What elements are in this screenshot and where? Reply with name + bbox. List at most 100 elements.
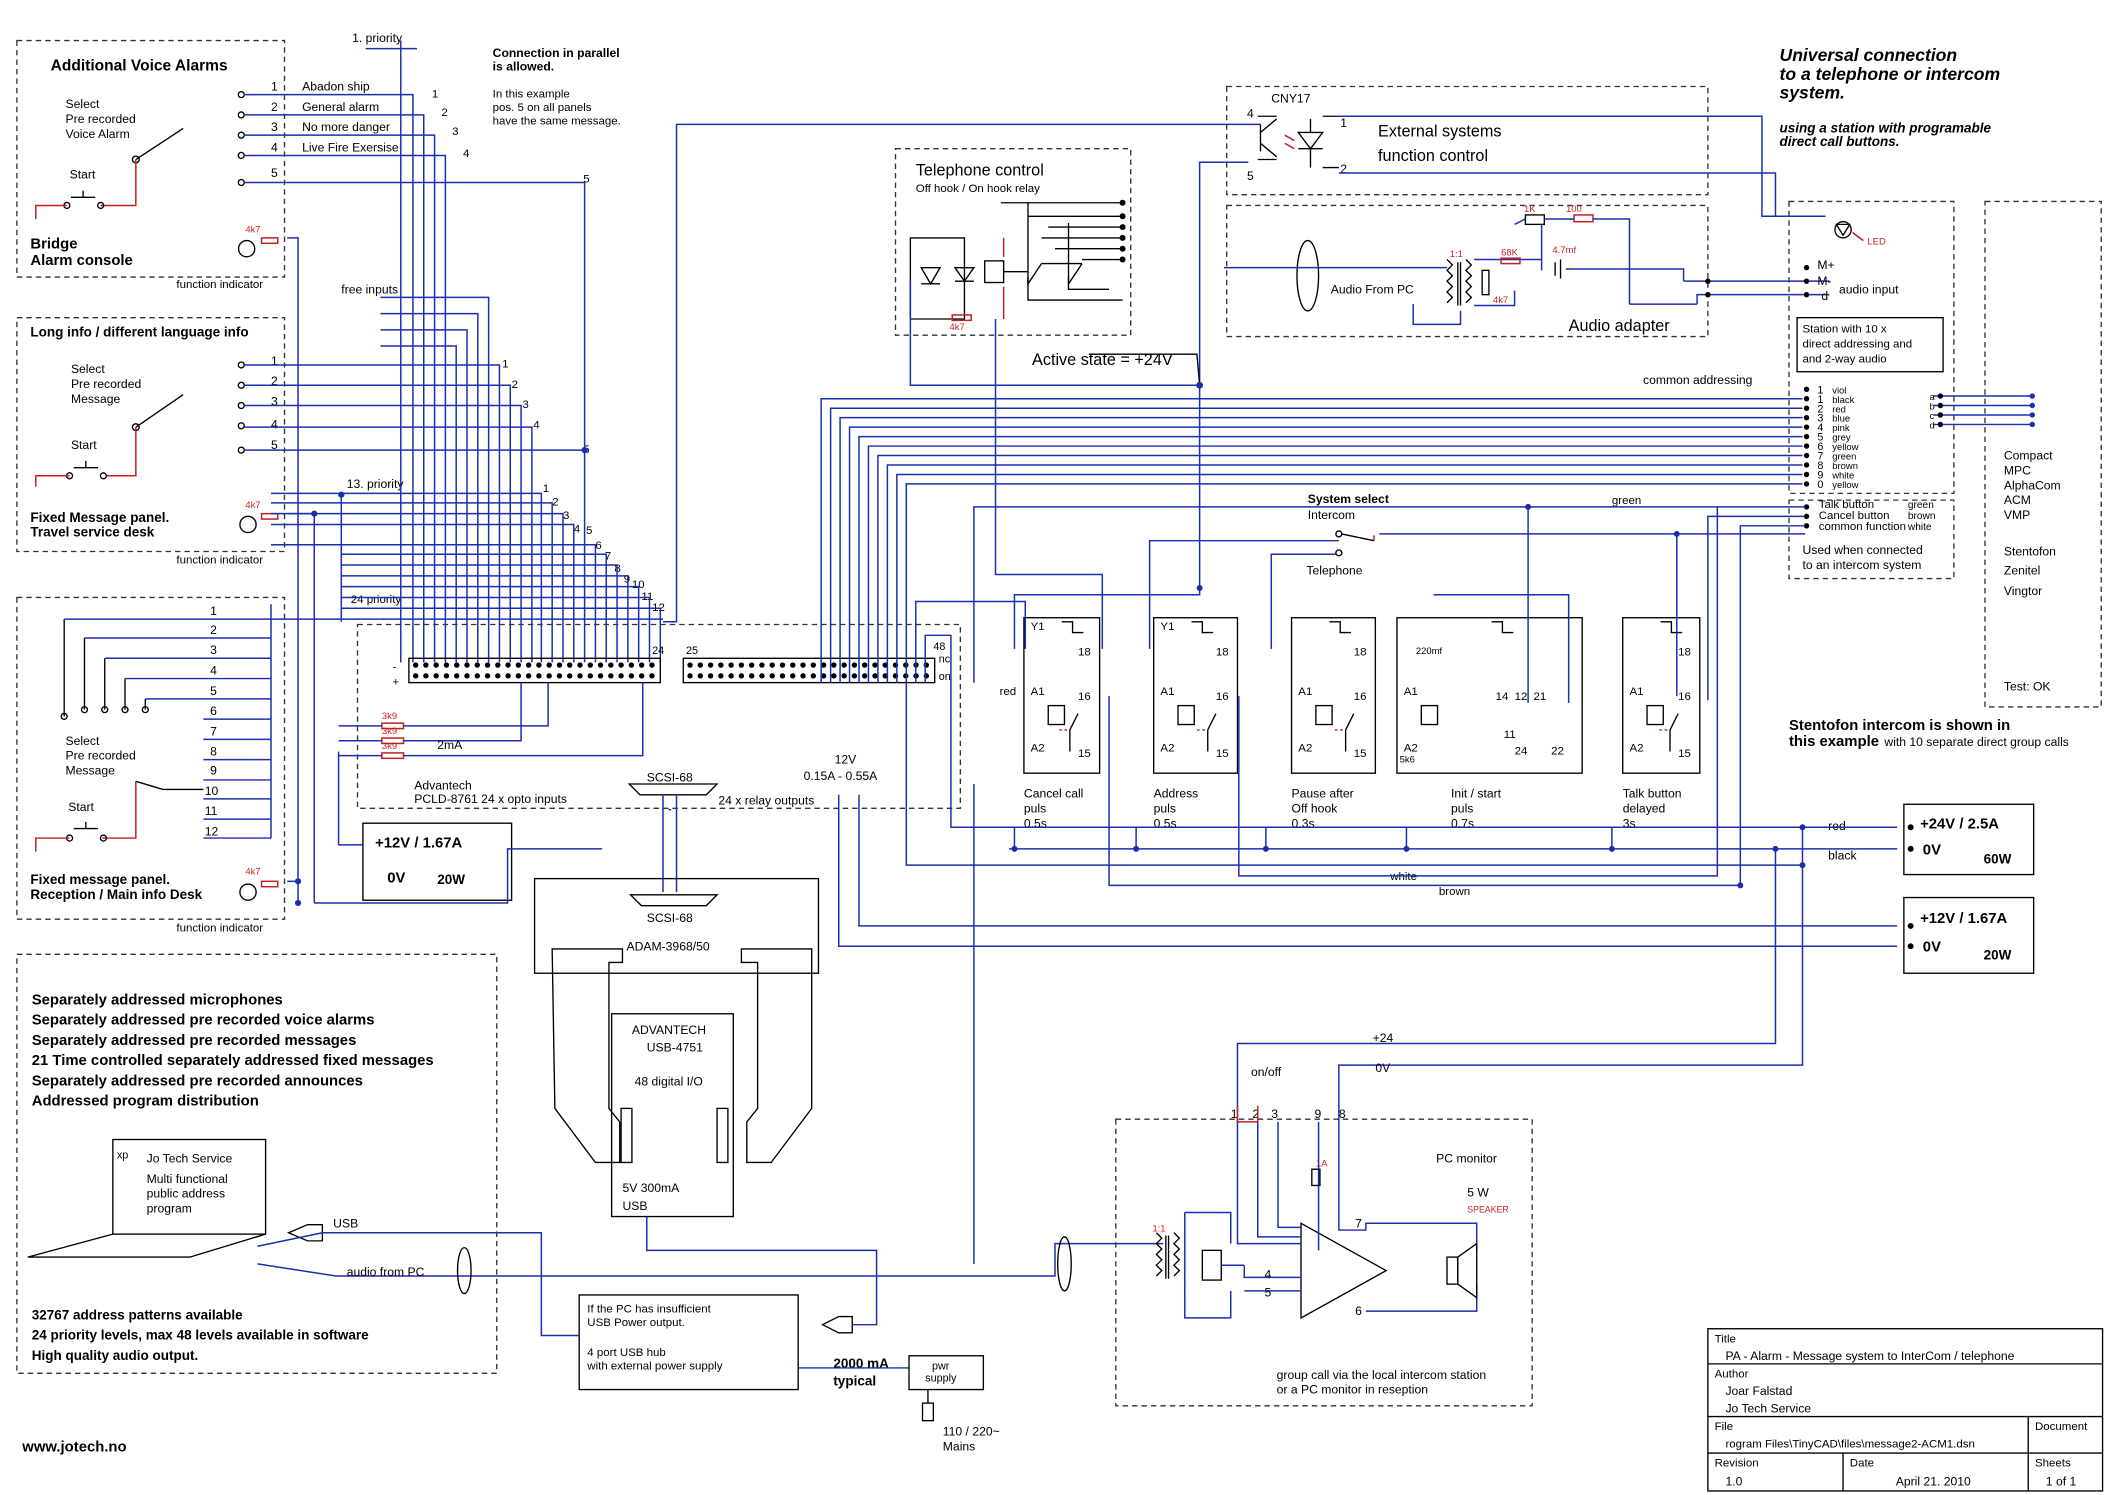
- hub-usb-wire: [646, 1216, 878, 1326]
- psu-24-label: +24V / 2.5A: [1920, 817, 1999, 833]
- voice-alarm-item-2: General alarm: [302, 100, 379, 114]
- svg-text:4: 4: [1265, 1268, 1272, 1282]
- psu-12-20w: 20W: [1984, 948, 2012, 963]
- svg-text:3: 3: [1271, 1107, 1278, 1121]
- svg-text:4: 4: [463, 148, 470, 160]
- svg-text:10: 10: [632, 579, 645, 591]
- svg-text:1: 1: [543, 483, 549, 495]
- station-pin-color: pink: [1832, 423, 1850, 434]
- psu-24-60w: 60W: [1984, 852, 2012, 867]
- opto-connector-pin: [525, 662, 532, 668]
- relay-connector-pin: [738, 662, 745, 668]
- relay-connector-pin: [779, 662, 786, 668]
- opto-connector-pin: [536, 673, 542, 679]
- relay-bus-wires: [820, 398, 1898, 1264]
- opto-connector-pin: [484, 673, 491, 679]
- relay-connector-pin: [831, 662, 837, 668]
- svg-text:VMP: VMP: [2004, 508, 2030, 522]
- audio-r1: 1K: [1524, 204, 1536, 215]
- opto-pin-2: 2: [1340, 162, 1347, 176]
- long-info-res: 4k7: [245, 500, 260, 511]
- plus24-label: +24: [1373, 1031, 1394, 1045]
- svg-text:5: 5: [583, 173, 589, 185]
- telephone-control-box: [894, 148, 1132, 336]
- zero-v-label: 0V: [1375, 1061, 1391, 1075]
- tb-date: April 21. 2010: [1896, 1475, 1971, 1489]
- audio-cable: [257, 1242, 1164, 1277]
- relay-connector-pin: [923, 673, 930, 679]
- station-desc-box: [1796, 316, 1944, 373]
- rec-n4: 4: [210, 664, 217, 678]
- opto-connector-pin: [495, 673, 501, 679]
- opto-connector-pin: [464, 673, 470, 679]
- relay-coil: [1420, 704, 1439, 726]
- station-led: [1834, 221, 1864, 242]
- svg-text:7: 7: [1355, 1216, 1362, 1230]
- compat-list: Compact MPC AlphaCom ACM VMP Stentofon Z…: [2004, 449, 2061, 598]
- psu-black-label: black: [1828, 849, 1857, 863]
- relay-y1-label: Y1: [1031, 621, 1045, 633]
- psu-12-pin-0v: [1907, 943, 1914, 950]
- connector-pins: [412, 662, 930, 679]
- relay-connector-pin: [748, 662, 755, 668]
- compatible-systems-box: [1984, 200, 2102, 708]
- reception-panel-box: [16, 596, 286, 920]
- svg-text:Separately addressed microphon: Separately addressed microphones: [32, 992, 283, 1008]
- relay-pulse-symbol: [1329, 621, 1352, 634]
- adam-box: [533, 877, 820, 974]
- station-pin-number: 2: [1817, 403, 1823, 415]
- station-pin: [1803, 481, 1810, 487]
- mains-plug: [921, 1402, 935, 1422]
- relay-connector-pin: [872, 673, 878, 679]
- station-pin: [1803, 386, 1810, 392]
- opto-pin-4: 4: [1247, 107, 1254, 121]
- reception-res: 4k7: [245, 867, 260, 878]
- station-pin: [1803, 433, 1810, 440]
- audio-ratio: 1:1: [1450, 249, 1463, 260]
- relay-connector-pin: [861, 662, 868, 668]
- red-wire-label: red: [1000, 686, 1017, 698]
- relay-connector-pin: [882, 673, 888, 679]
- relay-connector-pin: [872, 662, 878, 668]
- relay-res-label: 5k6: [1400, 754, 1415, 765]
- relay-connector-pin: [800, 662, 806, 668]
- long-info-bottom: Fixed Message panel.Travel service desk: [30, 510, 169, 540]
- cny17-label: CNY17: [1271, 92, 1310, 106]
- tb-company: Jo Tech Service: [1725, 1402, 1811, 1416]
- opto-connector-pin: [484, 662, 491, 668]
- station-d: d: [1821, 289, 1828, 303]
- monitor-ratio: 1:1: [1152, 1223, 1165, 1234]
- free-inputs-label: free inputs: [341, 282, 398, 296]
- audio-r3: 68K: [1501, 247, 1519, 258]
- svg-text:1: 1: [1231, 1107, 1238, 1121]
- cancel-button-label: Cancel button: [1819, 510, 1890, 522]
- relay-a2-label: A2: [1629, 743, 1643, 755]
- website: www.jotech.no: [21, 1440, 126, 1456]
- relay-48: 48: [933, 641, 945, 653]
- bus-junctions: [294, 447, 588, 907]
- relay-module-box: [1152, 617, 1239, 774]
- long-info-start: Start: [71, 438, 97, 452]
- relay-nc: nc: [939, 653, 951, 665]
- tb-title-label: Title: [1715, 1333, 1736, 1345]
- stats-list: 32767 address patterns available 24 prio…: [32, 1307, 369, 1363]
- station-right-pins: ab cd: [1930, 392, 2035, 431]
- svg-text:2: 2: [1252, 1107, 1259, 1121]
- relay-y1-label: Y1: [1160, 621, 1174, 633]
- relay-module-box: [1622, 617, 1701, 774]
- scsi-top-connector: [627, 783, 719, 796]
- svg-text:5: 5: [586, 525, 592, 537]
- relay-18-label: 18: [1078, 647, 1091, 659]
- station-pin-number: 3: [1817, 413, 1823, 425]
- voice-n2: 2: [271, 100, 278, 114]
